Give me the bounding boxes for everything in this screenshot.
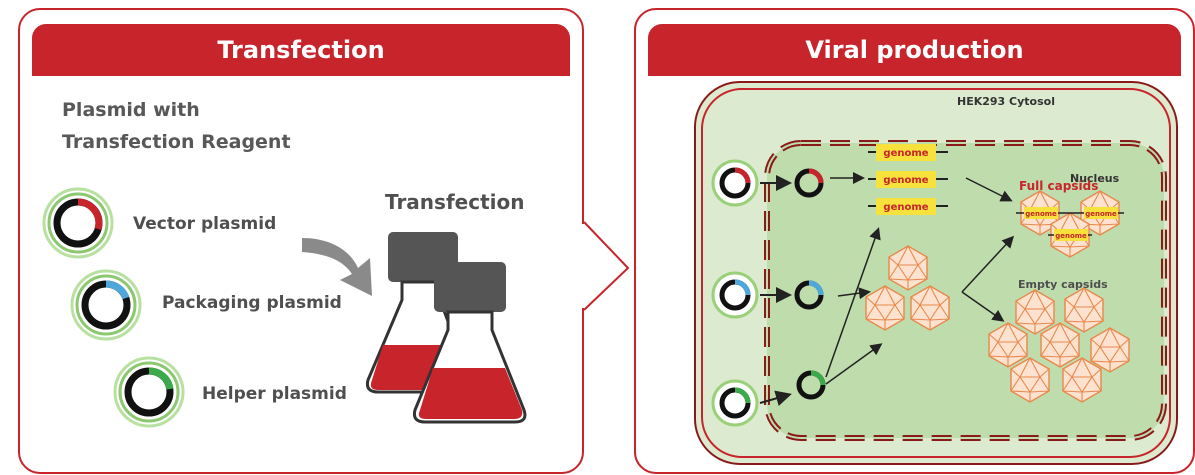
capsid-genome-label-3: genome bbox=[1055, 232, 1087, 240]
nucleus-label: Nucleus bbox=[1070, 172, 1120, 185]
transfection-arrow-icon bbox=[302, 238, 372, 296]
capsid-genome-label-1: genome bbox=[1025, 210, 1057, 218]
helper-plasmid-label: Helper plasmid bbox=[202, 384, 347, 404]
nuclear-helper-plasmid-icon bbox=[796, 370, 826, 400]
vector-plasmid-icon bbox=[42, 187, 114, 259]
genome-tag-1 bbox=[868, 144, 948, 161]
flask-front-icon bbox=[413, 262, 527, 424]
helper-plasmid-icon bbox=[113, 356, 185, 428]
nuclear-vector-plasmid-icon bbox=[794, 168, 824, 198]
cytosol-label: HEK293 Cytosol bbox=[957, 95, 1055, 108]
full-capsids-label: Full capsids bbox=[1019, 179, 1098, 193]
entry-arrow-3 bbox=[759, 390, 792, 406]
nuclear-packaging-plasmid-icon bbox=[794, 280, 824, 310]
full-capsids bbox=[1016, 190, 1124, 258]
genome-label-1: genome bbox=[883, 148, 928, 159]
cytosol-vector-plasmid-icon bbox=[711, 159, 759, 207]
plasmid-reagent-title: Plasmid with Transfection Reagent bbox=[62, 94, 291, 158]
cytosol-packaging-plasmid-icon bbox=[711, 271, 759, 319]
genome-label-3: genome bbox=[883, 202, 928, 213]
transfection-step-label: Transfection bbox=[385, 190, 525, 214]
genome-label-2: genome bbox=[883, 175, 928, 186]
panel-connector bbox=[583, 221, 630, 311]
title-line-1: Plasmid with bbox=[62, 99, 200, 121]
packaging-plasmid-label: Packaging plasmid bbox=[162, 293, 342, 313]
genome-tag-3 bbox=[868, 198, 948, 215]
cytosol-helper-plasmid-icon bbox=[711, 379, 759, 427]
genome-tag-2 bbox=[868, 171, 948, 188]
capsid-genome-label-2: genome bbox=[1085, 210, 1117, 218]
packaging-plasmid-icon bbox=[70, 269, 142, 341]
viral-production-banner: Viral production bbox=[648, 24, 1181, 76]
transfection-panel: Transfection bbox=[18, 8, 584, 474]
empty-capsids-label: Empty capsids bbox=[1018, 278, 1108, 291]
transfection-banner: Transfection bbox=[32, 24, 570, 76]
vector-plasmid-label: Vector plasmid bbox=[133, 214, 277, 234]
title-line-2: Transfection Reagent bbox=[62, 131, 291, 153]
